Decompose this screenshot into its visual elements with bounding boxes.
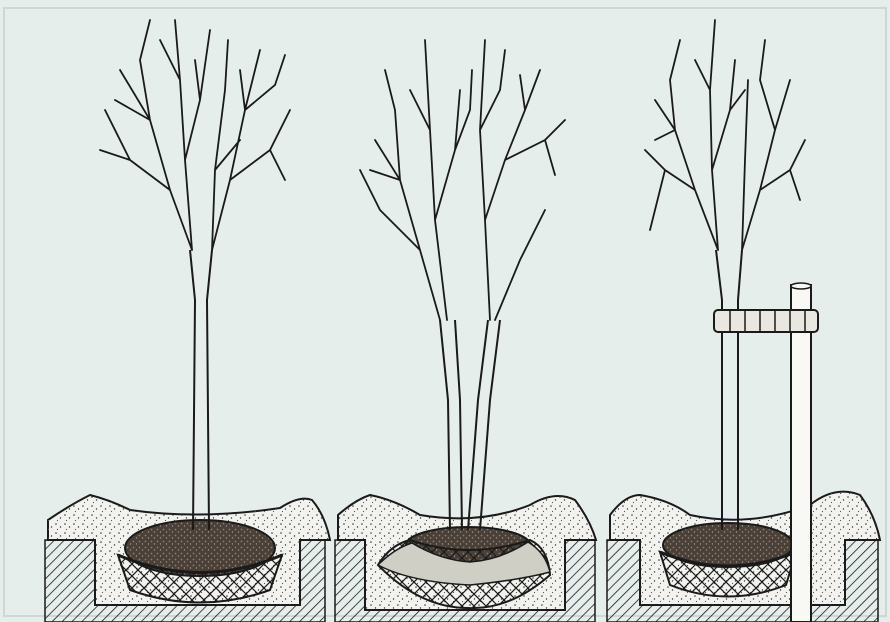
- stake-top: [791, 283, 811, 289]
- tree-tie: [714, 310, 818, 332]
- support-stake: [791, 285, 811, 622]
